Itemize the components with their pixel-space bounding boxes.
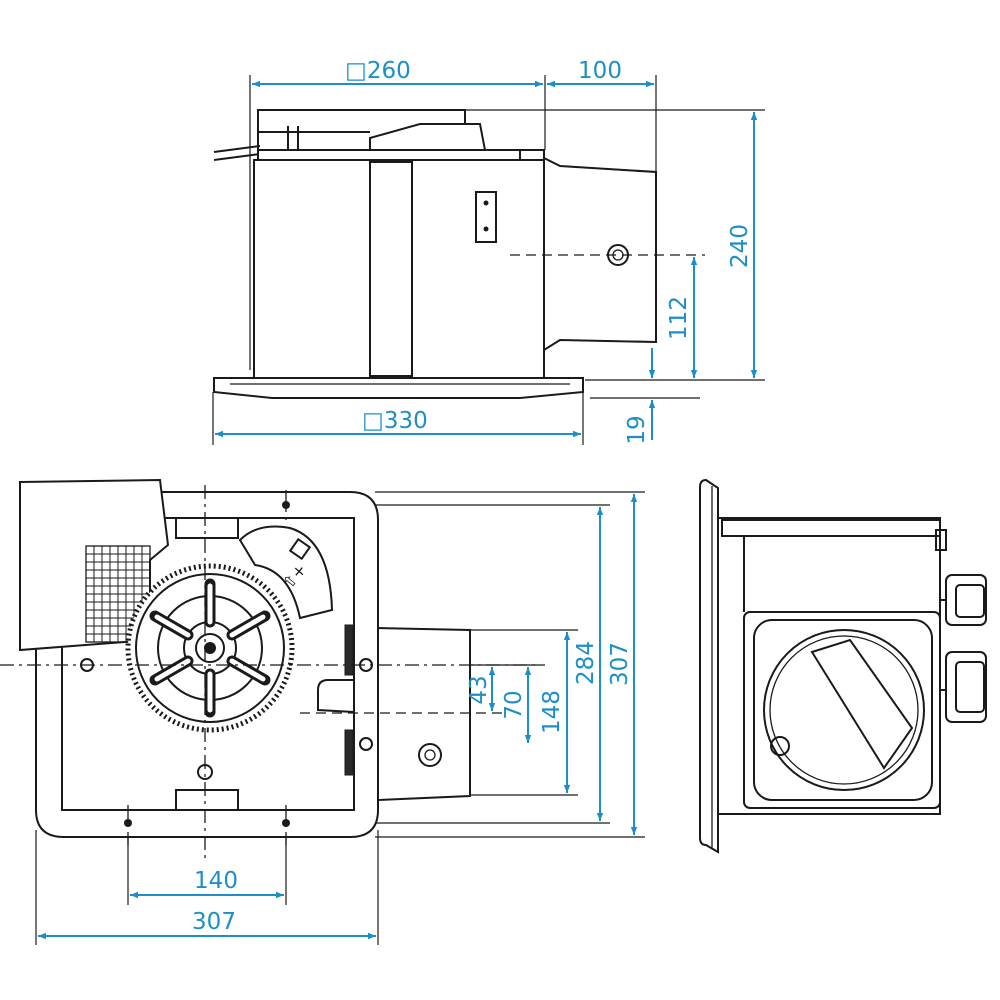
terminal-screw-1 <box>483 200 489 206</box>
dim-label-307-vertical: 307 <box>607 642 633 686</box>
top-plate-tab <box>519 149 545 161</box>
plan-duct-damper-pivot-inner <box>424 749 436 761</box>
plan-bottom-tab <box>175 789 239 811</box>
dim-label-43: 43 <box>466 675 492 704</box>
dim-label-140: 140 <box>194 868 238 894</box>
dim-label-flange: 19 <box>624 415 650 444</box>
plan-duct-latch-bottom <box>344 729 354 776</box>
power-cable <box>213 145 261 161</box>
plan-bracket-clip <box>288 537 312 561</box>
top-mount-bracket <box>369 123 487 151</box>
plan-mount-hole-right <box>282 819 290 827</box>
plan-duct-latch-top <box>344 624 354 676</box>
side-duct-opening <box>763 629 925 791</box>
fan-shaft <box>204 642 216 654</box>
terminal-block <box>475 191 497 243</box>
fan-wheel-outer <box>135 573 285 723</box>
front-elevation-view: □260 100 240 112 19 □330 <box>212 58 765 445</box>
dim-label-307-horizontal: 307 <box>192 909 236 935</box>
dim-label-top-duct: 100 <box>578 58 622 84</box>
dim-label-70: 70 <box>501 690 527 719</box>
body-panel-strip <box>369 161 413 377</box>
fan-hub-inner <box>195 633 225 663</box>
plan-screw-right-bottom <box>359 737 373 751</box>
side-damper-flap <box>810 638 914 770</box>
plan-filter-mesh <box>85 545 151 643</box>
dim-label-top-width: □260 <box>345 58 411 84</box>
side-duct-collar <box>743 611 941 809</box>
side-clip-top-inner <box>955 584 985 618</box>
plan-duct-adapter <box>377 626 471 802</box>
dim-label-148: 148 <box>539 690 565 734</box>
side-duct-opening-inner <box>769 635 919 785</box>
dim-label-284: 284 <box>573 641 599 685</box>
side-view <box>699 478 987 854</box>
plan-fan-wheel <box>125 563 295 733</box>
duct-adapter <box>543 156 657 352</box>
side-top-tab <box>935 529 947 551</box>
dim-label-grille-width: □330 <box>362 408 428 434</box>
side-damper-hinge <box>770 736 790 756</box>
plan-mount-hole-top <box>282 501 290 509</box>
plan-cutout <box>317 679 355 713</box>
side-top-plate <box>721 519 941 537</box>
plan-duct-damper-pivot <box>418 743 442 767</box>
plan-view: ⇧+ 43 70 148 284 307 <box>0 478 645 945</box>
plan-top-tab <box>175 517 239 539</box>
fan-body-housing <box>253 159 545 379</box>
terminal-screw-2 <box>483 226 489 232</box>
top-plate <box>257 149 545 161</box>
ceiling-grille-flange <box>213 377 584 399</box>
side-duct-collar-inner <box>753 619 933 801</box>
side-clip-bottom-inner <box>955 661 985 713</box>
side-grille-panel <box>699 478 719 854</box>
dim-label-top-height: 240 <box>727 224 753 268</box>
plan-mount-hole-left <box>124 819 132 827</box>
dim-label-duct-center: 112 <box>666 296 692 340</box>
